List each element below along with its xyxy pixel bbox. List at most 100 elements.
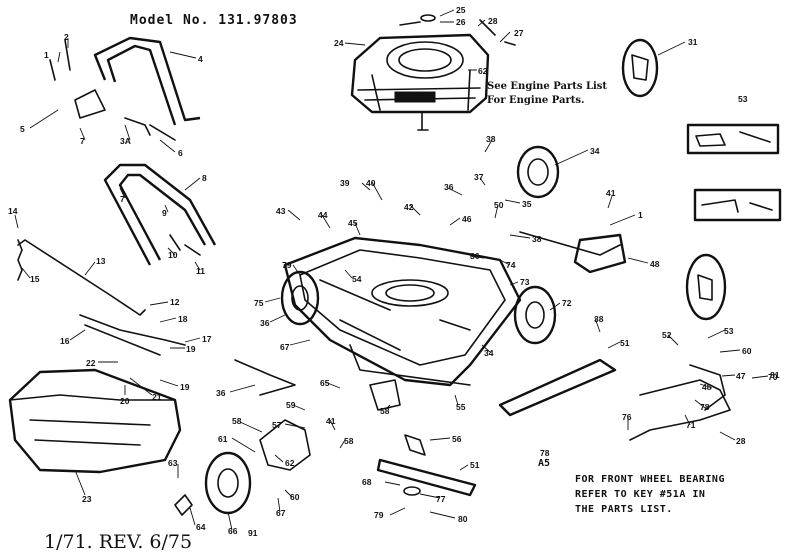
part-callout: 9	[162, 208, 167, 218]
part-callout: 7	[80, 136, 85, 146]
wheel-note-line: FOR FRONT WHEEL BEARING	[575, 474, 725, 485]
part-callout: 54	[352, 274, 362, 284]
part-callout: 59	[286, 400, 296, 410]
part-callout: 48	[650, 259, 660, 269]
part-callout: 64	[196, 522, 206, 532]
part-callout: 1	[638, 210, 643, 220]
rear-guard	[174, 419, 311, 516]
part-callout: 34	[484, 348, 494, 358]
part-callout: 53	[738, 94, 748, 104]
part-callout: 55	[456, 402, 466, 412]
part-callout: 22	[86, 358, 96, 368]
part-callout: 23	[82, 494, 92, 504]
part-callout: 35	[522, 199, 532, 209]
part-callout: 19	[186, 344, 196, 354]
part-callout: 12	[170, 297, 180, 307]
part-callout: 75	[254, 298, 264, 308]
part-callout: 36	[470, 251, 480, 261]
axle-assembly	[234, 231, 731, 441]
part-callout: 73	[520, 277, 530, 287]
part-callout: 20	[120, 396, 130, 406]
part-callout: 18	[178, 314, 188, 324]
part-callout: 37	[474, 172, 484, 182]
engine-note-line: For Engine Parts.	[487, 95, 585, 106]
part-callout: 65	[320, 378, 330, 388]
part-callout: 6	[178, 148, 183, 158]
part-callout: 44	[318, 210, 328, 220]
leader-lines	[14, 9, 769, 531]
part-callout: 1	[44, 50, 49, 60]
part-callout: 38	[594, 314, 604, 324]
mower-deck	[283, 236, 522, 387]
part-callout: 43	[276, 206, 286, 216]
part-callout: 68	[362, 477, 372, 487]
part-callout: 26	[456, 17, 466, 27]
part-callout: 38	[532, 234, 542, 244]
part-callout: 61	[218, 434, 228, 444]
part-callout: 5	[20, 124, 25, 134]
part-callout: 31	[688, 37, 698, 47]
part-callout: 56	[452, 434, 462, 444]
wheels	[204, 145, 560, 515]
part-callout: 19	[180, 382, 190, 392]
part-callout: 41	[606, 188, 616, 198]
part-callout: 66	[228, 526, 238, 536]
section-tag: A5	[538, 458, 551, 469]
part-callout: 34	[590, 146, 600, 156]
part-callout: 74	[506, 260, 516, 270]
model-number-title: Model No. 131.97803	[130, 13, 298, 28]
part-callout: 36	[444, 182, 454, 192]
part-callout: 91	[248, 528, 258, 538]
part-callout: 81	[770, 370, 780, 380]
part-callout: 3A	[120, 136, 131, 146]
part-callout: 11	[196, 266, 205, 276]
handle-upper	[49, 36, 201, 141]
part-callout: 39	[340, 178, 350, 188]
part-callout: 76	[622, 412, 632, 422]
part-callout: 53	[724, 326, 734, 336]
engine-parts-note: See Engine Parts List For Engine Parts.	[487, 80, 607, 108]
part-callout: 60	[290, 492, 300, 502]
part-callout: 2	[64, 32, 69, 42]
part-callout: 45	[348, 218, 358, 228]
part-callout: 80	[458, 514, 468, 524]
part-callout: 21	[152, 392, 162, 402]
part-callout: 62	[478, 66, 488, 76]
part-callout: 15	[30, 274, 40, 284]
part-callout: 42	[404, 202, 414, 212]
engine-note-line: See Engine Parts List	[487, 81, 608, 92]
front-wheel-bearing-note: FOR FRONT WHEEL BEARING REFER TO KEY #51…	[575, 472, 725, 517]
part-callout: 46	[462, 214, 472, 224]
part-callout: 79	[282, 260, 292, 270]
detail-insets	[621, 38, 782, 321]
part-callout: 4	[198, 54, 203, 64]
wheel-note-line: REFER TO KEY #51A IN	[575, 489, 706, 500]
part-callout: 25	[456, 5, 466, 15]
part-callout: 17	[202, 334, 212, 344]
part-callout: 36	[216, 388, 226, 398]
part-callout: 50	[494, 200, 504, 210]
part-callout: 67	[276, 508, 286, 518]
part-callout: 41	[326, 416, 336, 426]
part-callout: 71	[686, 420, 696, 430]
part-callout: 72	[562, 298, 572, 308]
wheel-note-line: THE PARTS LIST.	[575, 504, 673, 515]
part-callout: 16	[60, 336, 70, 346]
revision-date: 1/71. REV. 6/75	[44, 531, 193, 553]
blade-assembly	[369, 379, 477, 497]
part-callout: 38	[486, 134, 496, 144]
control-rods	[17, 239, 186, 356]
part-callout: 78	[540, 448, 550, 458]
part-callout: 13	[96, 256, 106, 266]
part-callout: 60	[742, 346, 752, 356]
part-callout: 62	[285, 458, 295, 468]
part-callout: 48	[702, 382, 712, 392]
part-callout: 28	[488, 16, 498, 26]
part-callout: 10	[168, 250, 178, 260]
part-callout: 7	[120, 194, 125, 204]
part-callout: 24	[334, 38, 344, 48]
part-callout: 51	[620, 338, 630, 348]
part-callout: 57	[272, 420, 282, 430]
part-callout: 78	[700, 402, 710, 412]
